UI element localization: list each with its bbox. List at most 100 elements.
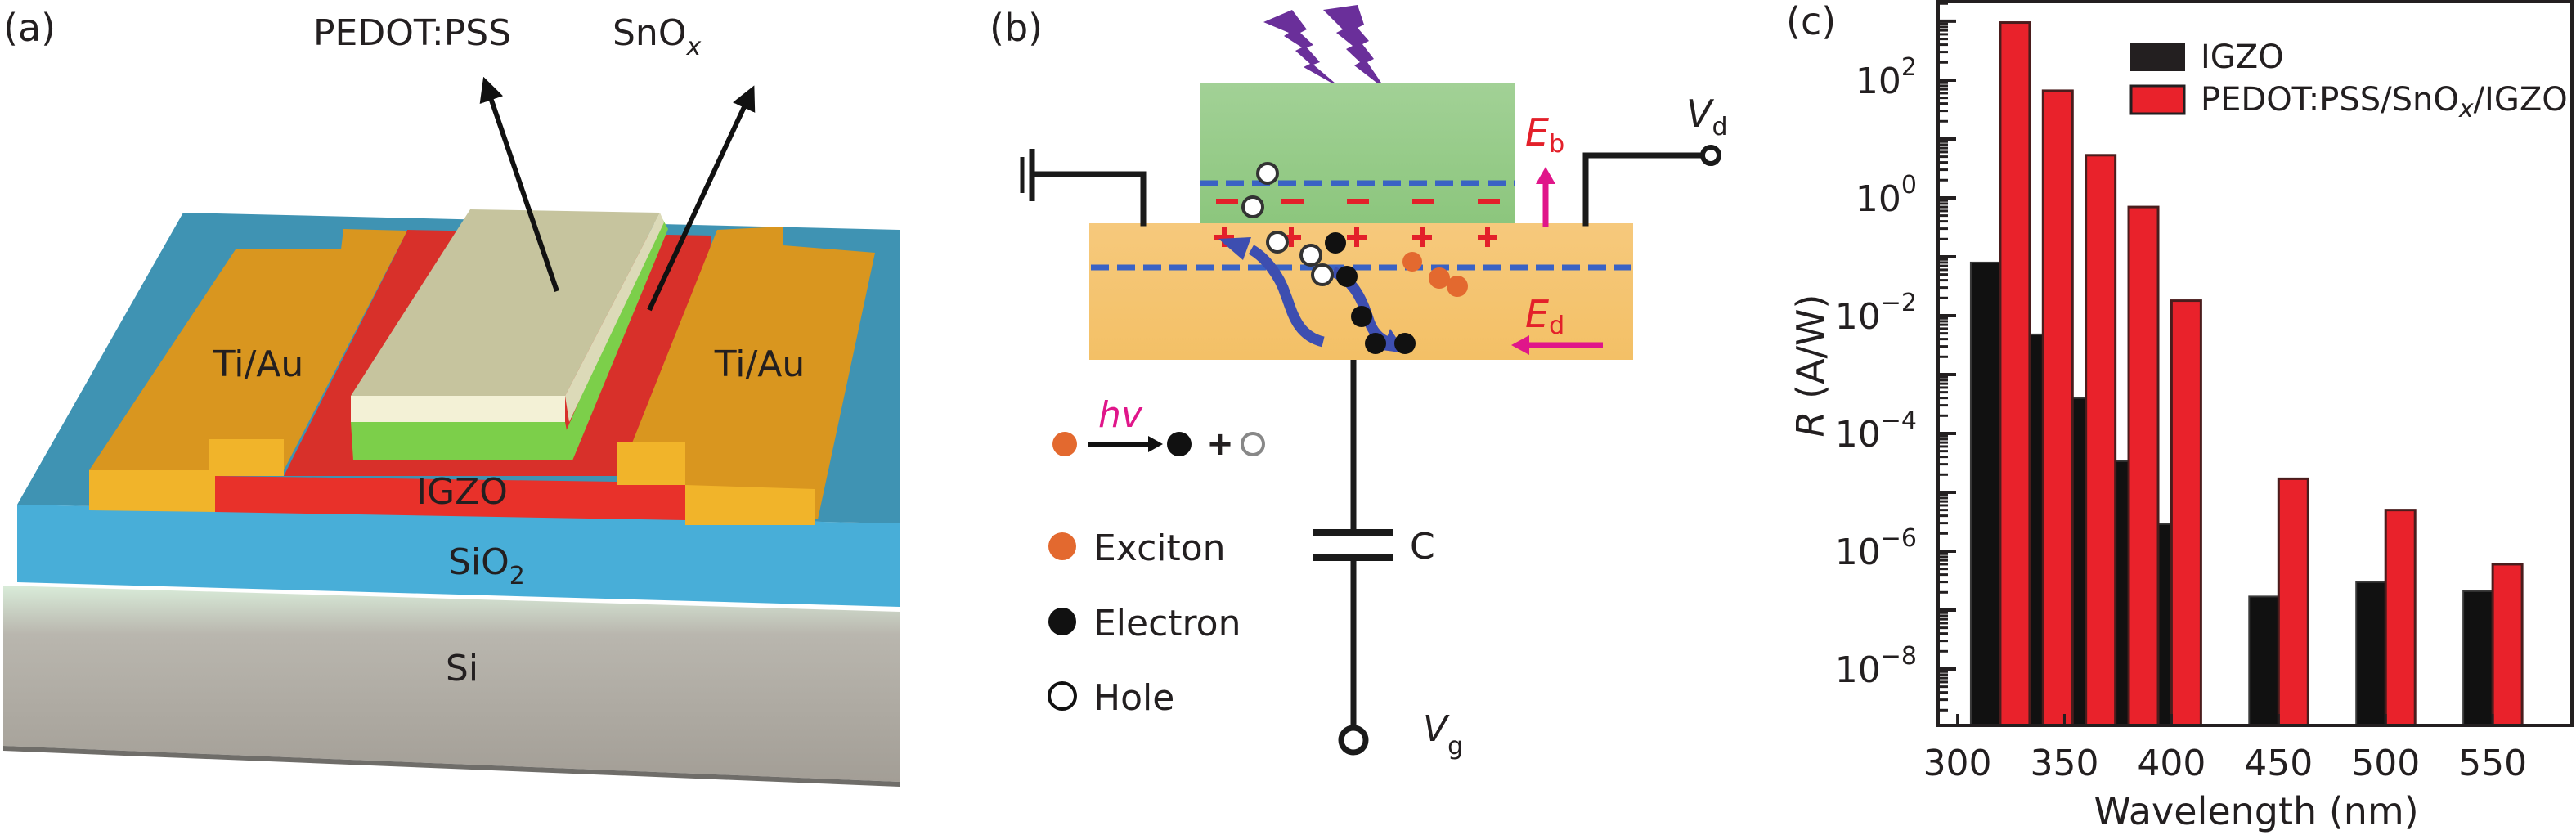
bar-pedot-450	[2277, 477, 2309, 727]
y-tick-label: 102	[1856, 53, 1917, 102]
barrier-field-arrowhead	[1536, 167, 1555, 184]
legend-pedot-swatch	[2129, 84, 2186, 115]
gate-terminal	[1338, 725, 1369, 756]
left-electrode-label: Ti/Au	[213, 343, 304, 385]
left-electrode-front	[89, 439, 284, 512]
left-electrode-top	[89, 229, 407, 470]
x-tick-label: 300	[1923, 743, 1992, 784]
snox-layer-side	[565, 214, 668, 460]
exciton-icon	[1052, 432, 1077, 456]
bar-igzo-550	[2462, 590, 2494, 727]
drift-field-label: Ed	[1525, 292, 1564, 340]
exciton	[1429, 267, 1450, 289]
drain-terminal	[1700, 145, 1721, 166]
bar-pedot-360	[2085, 154, 2117, 727]
hole	[1311, 263, 1334, 286]
x-tick-label: 350	[2030, 743, 2098, 784]
electron-icon	[1167, 432, 1192, 456]
electron	[1336, 266, 1358, 287]
electron	[1325, 232, 1346, 254]
hole-flow-arrow	[1248, 245, 1325, 348]
igzo-front-face	[215, 476, 685, 520]
bar-pedot-500	[2384, 509, 2417, 727]
legend-igzo-label: IGZO	[2201, 38, 2284, 76]
plot-frame	[1936, 0, 2574, 727]
barrier-field-label: Eb	[1525, 110, 1564, 159]
x-tick-label: 550	[2458, 743, 2527, 784]
legend-exciton-label: Exciton	[1093, 527, 1226, 569]
x-tick-label: 450	[2244, 743, 2313, 784]
drain-voltage-label: Vd	[1686, 92, 1728, 141]
positive-charges	[1214, 227, 1497, 247]
legend-electron-marker	[1048, 608, 1076, 635]
x-axis-ticks: 300 350 400 450 500 550	[1923, 714, 2527, 784]
hole-flow-arrowhead	[1218, 237, 1251, 260]
snox-callout-label: SnOx	[613, 12, 701, 61]
plus-sign	[1281, 227, 1301, 247]
electrons	[1325, 232, 1416, 354]
right-electrode-label: Ti/Au	[714, 343, 806, 385]
minus-sign	[1412, 199, 1434, 204]
snox-callout-arrow	[647, 85, 756, 312]
pedot-bars	[1999, 21, 2524, 727]
y-tick-label: 10−6	[1835, 524, 1917, 573]
y-tick-label: 100	[1856, 171, 1917, 220]
hole	[1266, 231, 1289, 254]
bar-igzo-320	[1969, 261, 2001, 726]
legend-exciton-marker	[1048, 532, 1076, 560]
legend-hole-marker	[1048, 681, 1077, 711]
legend-pedot-label: PEDOT:PSS/SnOx/IGZO	[2201, 81, 2568, 123]
exciton	[1447, 276, 1468, 297]
igzo-label: IGZO	[416, 471, 508, 513]
capacitor-label: C	[1410, 526, 1435, 568]
si-label: Si	[446, 648, 478, 689]
pedot-layer-side	[565, 213, 664, 422]
bar-pedot-340	[2041, 89, 2074, 727]
drift-field-arrowhead	[1511, 335, 1529, 355]
panel-a-label: (a)	[3, 6, 56, 50]
si-substrate	[3, 586, 900, 782]
legend-igzo-swatch	[2130, 43, 2185, 71]
bar-igzo-500	[2355, 581, 2387, 727]
light-bolt-icon	[1323, 5, 1386, 90]
minus-sign	[1281, 199, 1304, 204]
minus-sign	[1478, 199, 1500, 204]
legend-hole-label: Hole	[1093, 677, 1174, 719]
snox-layer-front	[351, 422, 572, 460]
plus-sign	[1214, 227, 1234, 247]
sio2-front-face	[17, 505, 900, 607]
source-wire	[1029, 171, 1147, 227]
legend-electron-label: Electron	[1093, 603, 1241, 644]
drain-wire	[1582, 152, 1706, 227]
si-substrate-shadow	[3, 746, 900, 787]
panel-a: (a) PEDOT:PSS SnOx Ti/Au Ti/Au	[3, 6, 900, 787]
x-tick-label: 500	[2351, 743, 2420, 784]
panel-c-label: (c)	[1786, 0, 1836, 43]
x-tick-label: 400	[2137, 743, 2206, 784]
electron	[1365, 333, 1386, 354]
bar-pedot-400	[2170, 299, 2202, 727]
y-tick-label: 10−2	[1835, 289, 1917, 338]
electron	[1351, 306, 1372, 327]
right-electrode-front-step	[617, 442, 685, 485]
bar-igzo-450	[2248, 595, 2280, 727]
hole	[1299, 244, 1322, 267]
gate-voltage-label: Vg	[1423, 708, 1463, 761]
light-bolt-icon	[1263, 10, 1341, 88]
x-axis-title: Wavelength (nm)	[2094, 789, 2418, 833]
hole	[1241, 195, 1264, 218]
minus-sign	[1347, 199, 1369, 204]
pedot-layer-top	[351, 209, 660, 396]
plus-sign	[1478, 227, 1497, 247]
pedot-layer-front	[351, 396, 565, 422]
holes	[1241, 162, 1334, 286]
negative-charges	[1216, 199, 1500, 204]
plus-icon: +	[1206, 425, 1234, 463]
y-axis-title: R (A/W)	[1788, 294, 1833, 438]
generation-arrowhead	[1148, 436, 1163, 452]
pedot-callout-label: PEDOT:PSS	[313, 12, 511, 54]
bar-pedot-320	[1999, 21, 2031, 727]
